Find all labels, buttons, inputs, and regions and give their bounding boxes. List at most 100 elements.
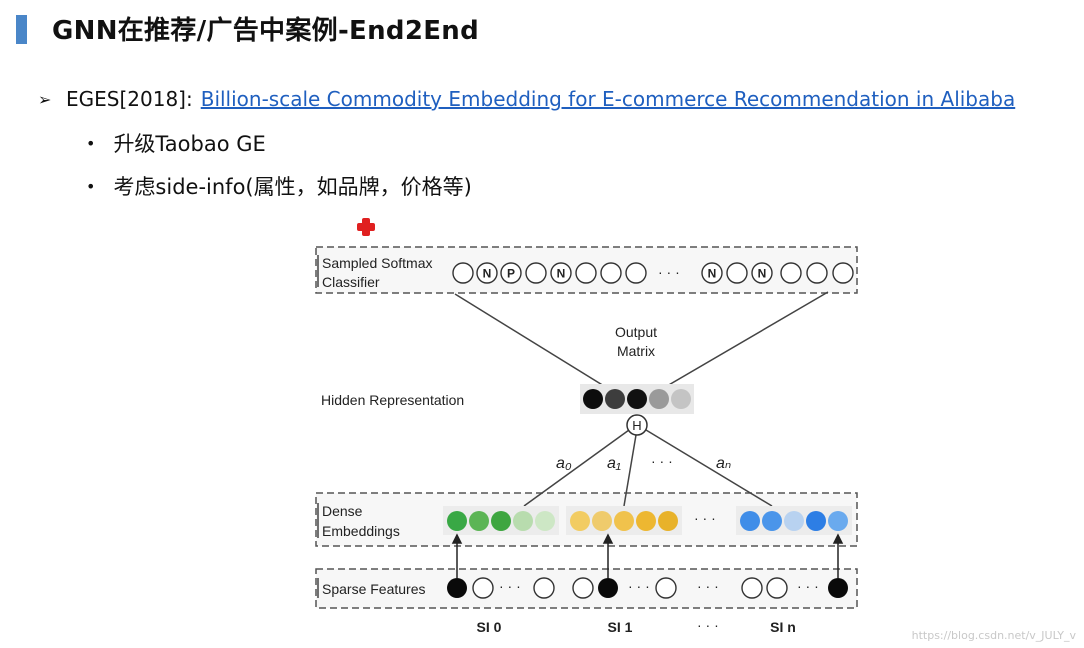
softmax-node [751,262,773,284]
arrow-si1-head [602,533,614,544]
si-label-0: SI 0 [477,619,502,635]
weight-ellipsis: · · · [651,453,673,469]
sub-bullet-upgrade: • 升级Taobao GE [86,128,266,158]
bullet-dot-icon: • [86,133,96,153]
yellow-embedding-node [658,511,678,531]
hidden-label: Hidden Representation [321,392,464,408]
softmax-node [625,262,647,284]
softmax-node-label: N [483,267,492,281]
softmax-node [575,262,597,284]
sub-bullet-side-info: • 考虑side-info(属性，如品牌，价格等) [86,171,472,201]
output-matrix-label-2: Matrix [617,343,655,359]
hidden-node [627,389,647,409]
softmax-ellipsis: · · · [658,264,680,280]
sparse-active-node [828,578,848,598]
green-embedding-node [491,511,511,531]
softmax-node [500,262,522,284]
weight-a1: a₁ [607,455,621,472]
slide-title: GNN在推荐/广告中案例-End2End [52,16,480,46]
sparse-ellipsis-1: · · · [628,578,650,594]
hidden-node [605,389,625,409]
sparse-node [533,577,555,599]
sub-bullet-text: 升级Taobao GE [113,132,266,156]
output-matrix-label: Output [615,324,657,340]
hidden-node [649,389,669,409]
softmax-node [701,262,723,284]
softmax-label-2: Classifier [322,274,380,290]
green-embedding-node [447,511,467,531]
h-node-label: H [632,418,641,433]
si-label-n: SI n [770,619,796,635]
softmax-node-label: P [507,267,515,281]
arrow-bullet-icon: ➢ [38,89,52,109]
softmax-node [550,262,572,284]
softmax-node [476,262,498,284]
green-embedding-node [513,511,533,531]
sparse-ellipsis-0: · · · [499,578,521,594]
si-label-1: SI 1 [608,619,633,635]
yellow-embedding-node [570,511,590,531]
blue-embedding-node [806,511,826,531]
softmax-node [726,262,748,284]
yellow-embedding-node [614,511,634,531]
softmax-node [806,262,828,284]
sparse-to-dense-arrows [451,533,844,578]
hidden-node [583,389,603,409]
hidden-node [671,389,691,409]
yellow-embedding-node [636,511,656,531]
sparse-node [655,577,677,599]
sparse-node [741,577,763,599]
softmax-label: Sampled Softmax [322,255,433,271]
arrow-sin-head [832,533,844,544]
sparse-label: Sparse Features [322,581,426,597]
sparse-node [472,577,494,599]
softmax-node [600,262,622,284]
weight-an: aₙ [716,455,731,472]
softmax-node [452,262,474,284]
softmax-node-label: N [708,267,717,281]
softmax-node-label: N [758,267,767,281]
title-accent-bar [16,15,27,44]
blue-embedding-node [762,511,782,531]
h-to-yellow-line [623,434,637,507]
dense-ellipsis: · · · [694,510,716,526]
h-node-circle [626,414,648,436]
yellow-embedding-node [592,511,612,531]
blue-embedding-node [740,511,760,531]
sparse-ellipsis-mid: · · · [697,578,719,594]
blue-embedding-node [784,511,804,531]
watermark: https://blog.csdn.net/v_JULY_v [911,629,1076,642]
sparse-active-node [447,578,467,598]
sub-bullet-text: 考虑side-info(属性，如品牌，价格等) [113,175,472,199]
si-label-ellipsis: · · · [697,617,719,633]
sparse-active-node [598,578,618,598]
green-embedding-node [469,511,489,531]
hidden-vector [583,389,691,409]
output-line-right [666,291,829,387]
paper-bullet: ➢ EGES[2018]: Billion-scale Commodity Em… [38,87,1015,111]
weight-a0: a₀ [556,455,572,472]
softmax-node [832,262,854,284]
paper-prefix: EGES[2018]: [66,87,193,111]
sparse-node [766,577,788,599]
h-to-green-line [523,429,630,507]
blue-embedding-node [828,511,848,531]
dense-embedding-nodes [447,511,848,531]
softmax-node [780,262,802,284]
sparse-feature-nodes [447,577,848,599]
sparse-node [572,577,594,599]
softmax-node-label: N [557,267,566,281]
dense-label: Dense [322,503,363,519]
bullet-dot-icon: • [86,176,96,196]
green-embedding-node [535,511,555,531]
paper-link[interactable]: Billion-scale Commodity Embedding for E-… [200,87,1016,111]
h-to-blue-line [645,429,773,507]
red-cross-icon [357,218,375,236]
dense-label-2: Embeddings [322,523,400,539]
softmax-node [525,262,547,284]
sparse-ellipsis-n: · · · [797,578,819,594]
output-line-left [454,293,605,387]
arrow-si0-head [451,533,463,544]
